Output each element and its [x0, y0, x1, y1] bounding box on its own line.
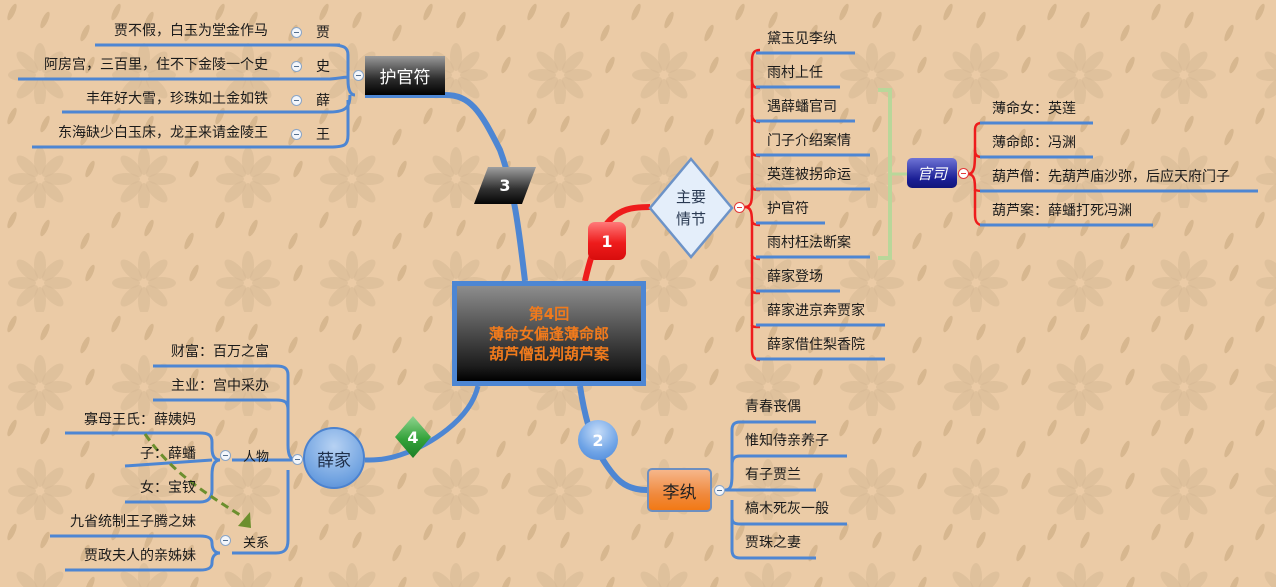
- collapse-minus-icon[interactable]: [291, 61, 302, 72]
- branch-marker-3[interactable]: 3: [474, 167, 536, 204]
- lawsuit-item[interactable]: 葫芦僧：先葫芦庙沙弥，后应天府门子: [992, 169, 1230, 185]
- main-plot-item[interactable]: 薛家借住梨香院: [767, 337, 865, 353]
- main-plot-item[interactable]: 薛家进京奔贾家: [767, 303, 865, 319]
- lawsuit-item[interactable]: 薄命郎：冯渊: [992, 135, 1076, 151]
- main-plot-item[interactable]: 雨村枉法断案: [767, 235, 851, 251]
- main-plot-item[interactable]: 黛玉见李纨: [767, 31, 837, 47]
- collapse-minus-icon[interactable]: [734, 202, 745, 213]
- xue-family-topic[interactable]: 薛家: [303, 427, 365, 489]
- li-wan-item[interactable]: 槁木死灰一般: [745, 501, 829, 517]
- main-plot-item[interactable]: 雨村上任: [767, 65, 823, 81]
- branch-marker-1[interactable]: 1: [588, 222, 626, 260]
- collapse-minus-icon[interactable]: [292, 454, 303, 465]
- charm-verse[interactable]: 东海缺少白玉床，龙王来请金陵王: [58, 125, 268, 141]
- li-wan-topic[interactable]: 李纨: [647, 468, 712, 512]
- xue-family-item[interactable]: 财富：百万之富: [171, 344, 269, 360]
- main-plot-item[interactable]: 遇薛蟠官司: [767, 99, 837, 115]
- family-name[interactable]: 王: [316, 127, 330, 143]
- central-topic-line2: 薄命女偏逢薄命郎: [488, 324, 609, 343]
- lawsuit-summary-topic[interactable]: 官司: [907, 158, 957, 188]
- main-plot-item[interactable]: 护官符: [767, 201, 809, 217]
- branch-marker-2[interactable]: 2: [578, 420, 618, 460]
- main-plot-topic[interactable]: 主要 情节: [648, 157, 734, 259]
- collapse-minus-icon[interactable]: [220, 450, 231, 461]
- people-item[interactable]: 寡母王氏：薛姨妈: [84, 412, 196, 428]
- li-wan-item[interactable]: 惟知侍亲养子: [745, 433, 829, 449]
- li-wan-item[interactable]: 贾珠之妻: [745, 535, 801, 551]
- li-wan-item[interactable]: 青春丧偶: [745, 399, 801, 415]
- family-name[interactable]: 薛: [316, 93, 330, 109]
- family-name[interactable]: 贾: [316, 25, 330, 41]
- people-item[interactable]: 子：薛蟠: [140, 446, 196, 462]
- charm-verse[interactable]: 阿房宫，三百里，住不下金陵一个史: [44, 57, 268, 73]
- collapse-minus-icon[interactable]: [714, 485, 725, 496]
- charm-verse[interactable]: 贾不假，白玉为堂金作马: [114, 23, 268, 39]
- relations-item[interactable]: 九省统制王子腾之妹: [70, 514, 196, 530]
- main-plot-item[interactable]: 门子介绍案情: [767, 133, 851, 149]
- diamond-shape-icon: [648, 157, 734, 259]
- charm-verse[interactable]: 丰年好大雪，珍珠如土金如铁: [86, 91, 268, 107]
- collapse-minus-icon[interactable]: [291, 27, 302, 38]
- parallelogram-shape-icon: [474, 167, 536, 204]
- lawsuit-item[interactable]: 薄命女：英莲: [992, 101, 1076, 117]
- xue-family-item[interactable]: 主业：宫中采办: [171, 378, 269, 394]
- collapse-minus-icon[interactable]: [291, 129, 302, 140]
- central-topic-line1: 第4回: [528, 304, 570, 323]
- central-topic-line3: 葫芦僧乱判葫芦案: [488, 344, 609, 363]
- diamond-shape-icon: [395, 416, 431, 458]
- main-plot-item[interactable]: 英莲被拐命运: [767, 167, 851, 183]
- collapse-minus-icon[interactable]: [353, 70, 364, 81]
- protective-charm-topic[interactable]: 护官符: [365, 56, 445, 95]
- people-topic[interactable]: 人物: [243, 450, 270, 465]
- collapse-minus-icon[interactable]: [958, 168, 969, 179]
- collapse-minus-icon[interactable]: [291, 95, 302, 106]
- lawsuit-item[interactable]: 葫芦案：薛蟠打死冯渊: [992, 203, 1132, 219]
- central-topic[interactable]: 第4回 薄命女偏逢薄命郎 葫芦僧乱判葫芦案: [452, 281, 646, 386]
- main-plot-item[interactable]: 薛家登场: [767, 269, 823, 285]
- relations-topic[interactable]: 关系: [243, 536, 270, 551]
- collapse-minus-icon[interactable]: [220, 535, 231, 546]
- relations-item[interactable]: 贾政夫人的亲姊妹: [84, 548, 196, 564]
- family-name[interactable]: 史: [316, 59, 330, 75]
- li-wan-item[interactable]: 有子贾兰: [745, 467, 801, 483]
- branch-marker-4[interactable]: 4: [395, 416, 431, 458]
- people-item[interactable]: 女：宝钗: [140, 480, 196, 496]
